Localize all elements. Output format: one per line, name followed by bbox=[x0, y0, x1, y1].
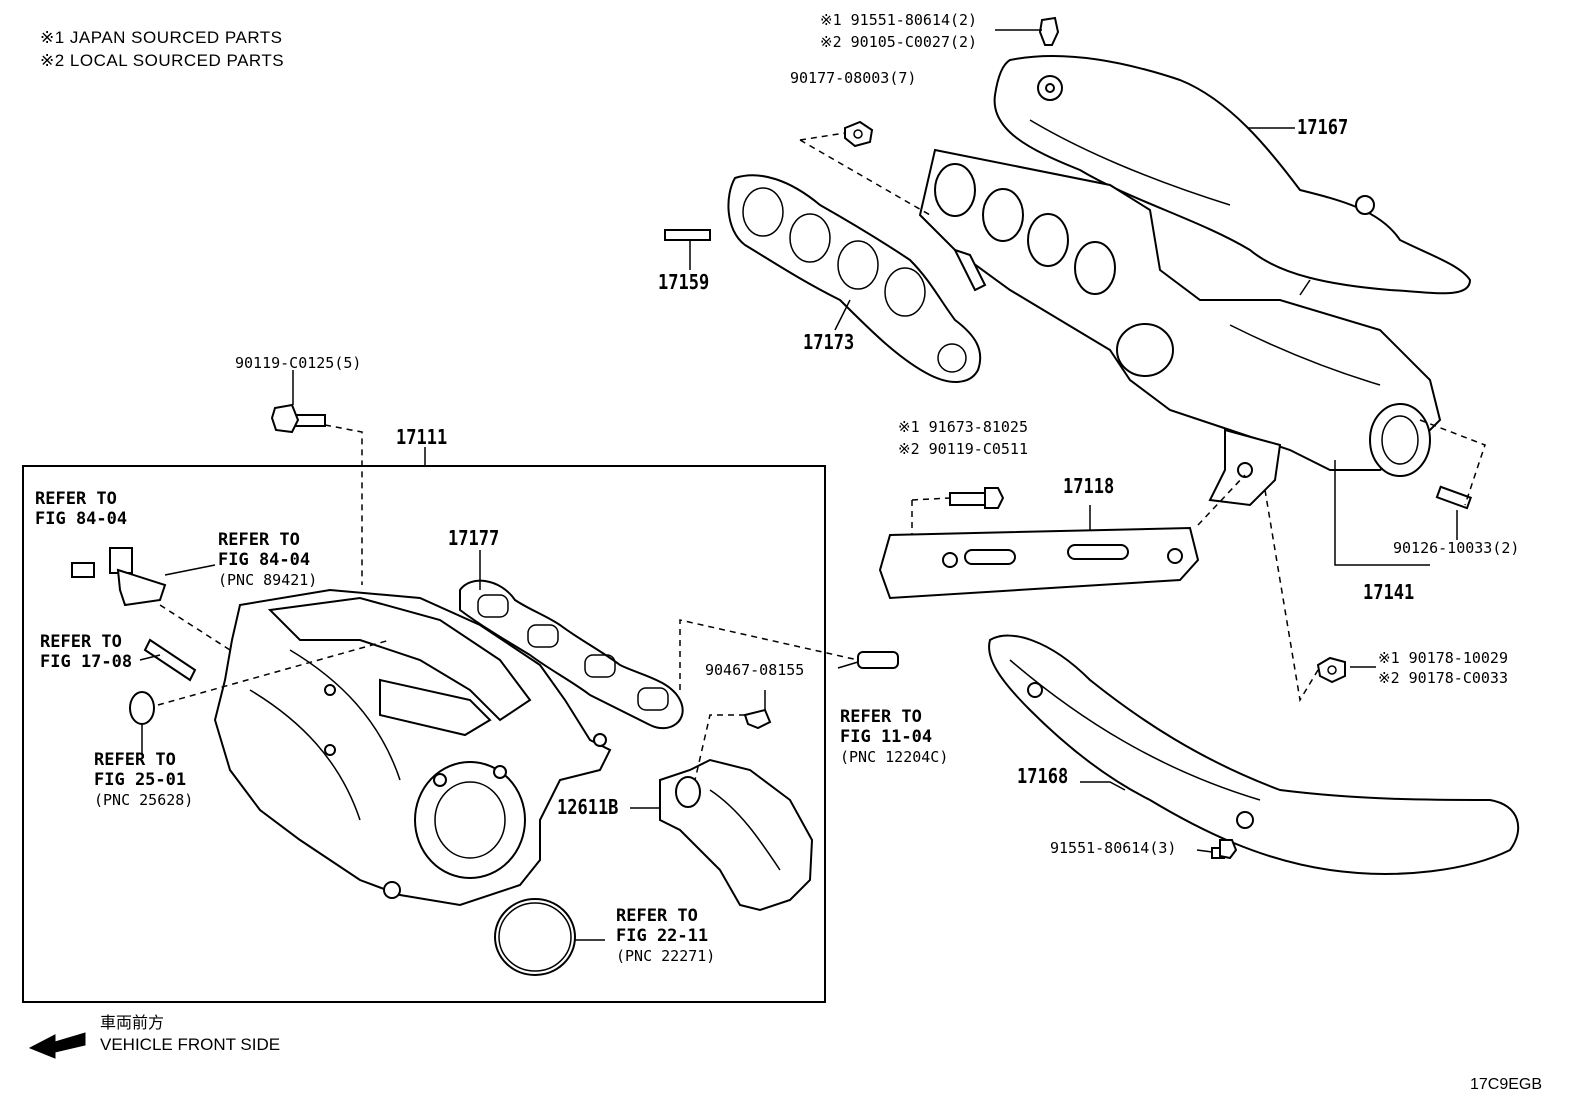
part-17141[interactable]: 17141 bbox=[1363, 580, 1415, 604]
refer-fig-11-04[interactable]: REFER TO FIG 11-04 (PNC 12204C) bbox=[840, 707, 949, 766]
vacuum-fitting bbox=[857, 651, 899, 669]
part-90178-C0033[interactable]: ※2 90178-C0033 bbox=[1378, 669, 1508, 687]
bolt-90119 bbox=[294, 414, 326, 427]
part-17167[interactable]: 17167 bbox=[1297, 115, 1349, 139]
part-17159[interactable]: 17159 bbox=[658, 270, 710, 294]
part-17177[interactable]: 17177 bbox=[448, 526, 500, 550]
part-90177-08003[interactable]: 90177-08003(7) bbox=[790, 69, 917, 87]
heat-insulator-upper bbox=[993, 55, 1472, 295]
note-japan-sourced: ※1 JAPAN SOURCED PARTS bbox=[40, 28, 283, 47]
part-90467-08155[interactable]: 90467-08155 bbox=[705, 661, 805, 679]
refer-fig-17-08[interactable]: REFER TO FIG 17-08 bbox=[40, 632, 133, 672]
intake-manifold-group-box bbox=[22, 465, 826, 1003]
note-local-sourced: ※2 LOCAL SOURCED PARTS bbox=[40, 51, 285, 70]
part-90119-C0125[interactable]: 90119-C0125(5) bbox=[235, 354, 362, 372]
manifold-stay bbox=[878, 526, 1200, 600]
stud-90126 bbox=[1435, 485, 1473, 510]
bolt-top bbox=[1038, 16, 1060, 46]
heat-insulator-lower bbox=[988, 634, 1520, 875]
clip bbox=[743, 708, 772, 730]
refer-fig-84-04-b[interactable]: REFER TO FIG 84-04 (PNC 89421) bbox=[218, 530, 318, 589]
part-17111[interactable]: 17111 bbox=[396, 425, 448, 449]
part-12611B[interactable]: 12611B bbox=[557, 795, 619, 819]
part-17168[interactable]: 17168 bbox=[1017, 764, 1069, 788]
refer-fig-22-11[interactable]: REFER TO FIG 22-11 (PNC 22271) bbox=[616, 906, 716, 965]
front-direction-arrow-icon bbox=[28, 1032, 86, 1059]
throttle-gasket bbox=[494, 898, 576, 976]
nut bbox=[844, 120, 874, 148]
part-91551-80614-3[interactable]: 91551-80614(3) bbox=[1050, 839, 1177, 857]
part-90178-10029[interactable]: ※1 90178-10029 bbox=[1378, 649, 1508, 667]
part-90119-C0511[interactable]: ※2 90119-C0511 bbox=[898, 440, 1028, 458]
part-90105-C0027[interactable]: ※2 90105-C0027(2) bbox=[820, 33, 978, 51]
part-91673-81025[interactable]: ※1 91673-81025 bbox=[898, 418, 1028, 436]
part-90126-10033[interactable]: 90126-10033(2) bbox=[1393, 539, 1520, 557]
refer-fig-84-04-a[interactable]: REFER TO FIG 84-04 bbox=[35, 489, 128, 529]
o-ring bbox=[129, 691, 155, 725]
part-17173[interactable]: 17173 bbox=[803, 330, 855, 354]
refer-fig-25-01[interactable]: REFER TO FIG 25-01 (PNC 25628) bbox=[94, 750, 194, 809]
intake-air-sensor bbox=[109, 547, 133, 574]
nut-90178 bbox=[1316, 656, 1346, 684]
hose bbox=[143, 638, 197, 682]
part-91551-80614-2[interactable]: ※1 91551-80614(2) bbox=[820, 11, 978, 29]
direction-label-jp: 車両前方 bbox=[100, 1013, 165, 1032]
stud-bolt bbox=[664, 229, 711, 241]
diagram-code: 17C9EGB bbox=[1470, 1076, 1543, 1093]
intake-gasket bbox=[459, 579, 684, 730]
direction-label-en: VEHICLE FRONT SIDE bbox=[100, 1035, 281, 1054]
bolt-91673 bbox=[949, 492, 986, 506]
part-17118[interactable]: 17118 bbox=[1063, 474, 1115, 498]
